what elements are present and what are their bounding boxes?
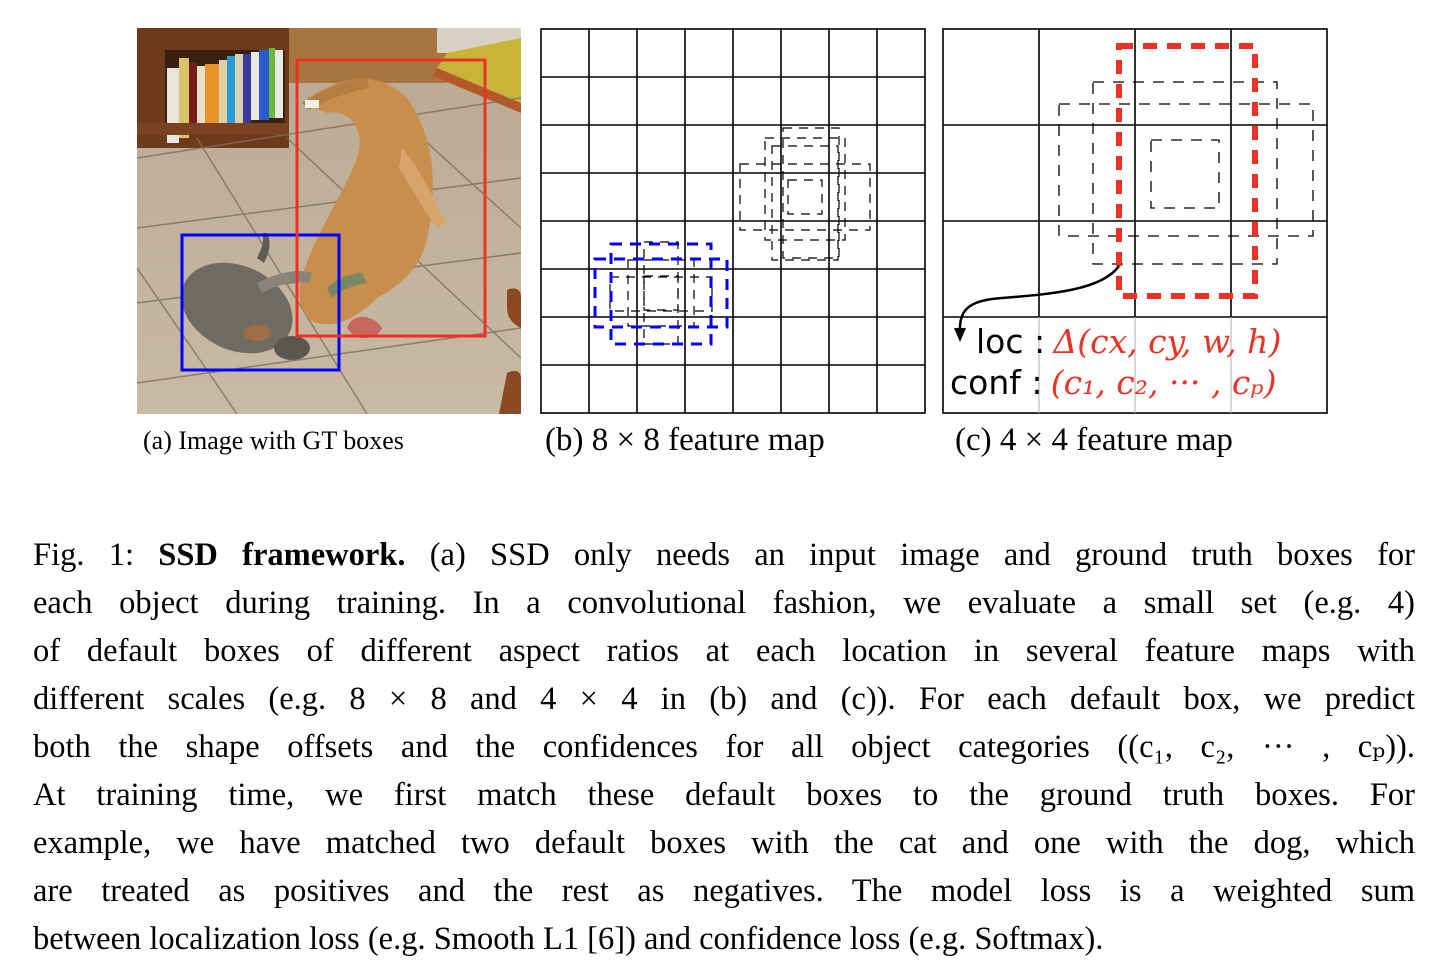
caption-line-text: (a) SSD only needs an input image and gr…: [405, 537, 1415, 573]
figure-caption: Fig. 1: SSD framework. (a) SSD only need…: [33, 531, 1415, 963]
gt-box-cat: [180, 233, 341, 372]
loc-line: loc : Δ(cx, cy, w, h): [976, 323, 1281, 362]
caption-title: SSD framework.: [158, 537, 406, 573]
arrow-icon: [958, 265, 1121, 329]
dog: [299, 78, 447, 339]
photo-illustration: [137, 28, 521, 414]
conf-label: conf :: [950, 363, 1043, 402]
feature-map-4x4: loc : Δ(cx, cy, w, h) conf : (c₁, c₂, ··…: [942, 28, 1328, 414]
subcaption-b: (b) 8 × 8 feature map: [545, 422, 825, 458]
default-boxes-cat: [609, 241, 713, 345]
caption-line: between localization loss (e.g. Smooth L…: [33, 921, 1104, 957]
conf-value: (c₁, c₂, ··· , cₚ): [1050, 363, 1277, 402]
subcaption-a: (a) Image with GT boxes: [143, 426, 404, 455]
gt-box-dog: [295, 58, 487, 338]
caption-line: each object during training. In a convol…: [33, 585, 1415, 621]
caption-line: Fig. 1: SSD framework. (a) SSD only need…: [33, 531, 1415, 579]
caption-line: example, we have matched two default box…: [33, 825, 1415, 861]
feature-map-8x8: [540, 28, 926, 414]
image-with-gt-boxes: [137, 28, 521, 414]
books: [167, 48, 283, 143]
grid-8x8: [540, 28, 926, 414]
matched-boxes-cat: [593, 242, 729, 346]
caption-line: are treated as positives and the rest as…: [33, 873, 1415, 909]
matched-box-dog: [1116, 43, 1258, 299]
caption-line: both the shape offsets and the confidenc…: [33, 729, 1415, 765]
caption-line: of default boxes of different aspect rat…: [33, 633, 1415, 669]
loc-value: Δ(cx, cy, w, h): [1053, 322, 1282, 361]
caption-prefix: Fig. 1:: [33, 537, 159, 573]
default-boxes-dog: [739, 127, 871, 261]
conf-line: conf : (c₁, c₂, ··· , cₚ): [950, 364, 1276, 403]
loc-label: loc :: [976, 322, 1046, 361]
default-boxes-dog: [1058, 81, 1314, 265]
caption-line: At training time, we first match these d…: [33, 777, 1415, 813]
subcaption-c: (c) 4 × 4 feature map: [955, 422, 1233, 458]
caption-line: different scales (e.g. 8 × 8 and 4 × 4 i…: [33, 681, 1415, 717]
arrowhead-icon: [954, 328, 966, 342]
grid-4x4: [942, 28, 1328, 414]
